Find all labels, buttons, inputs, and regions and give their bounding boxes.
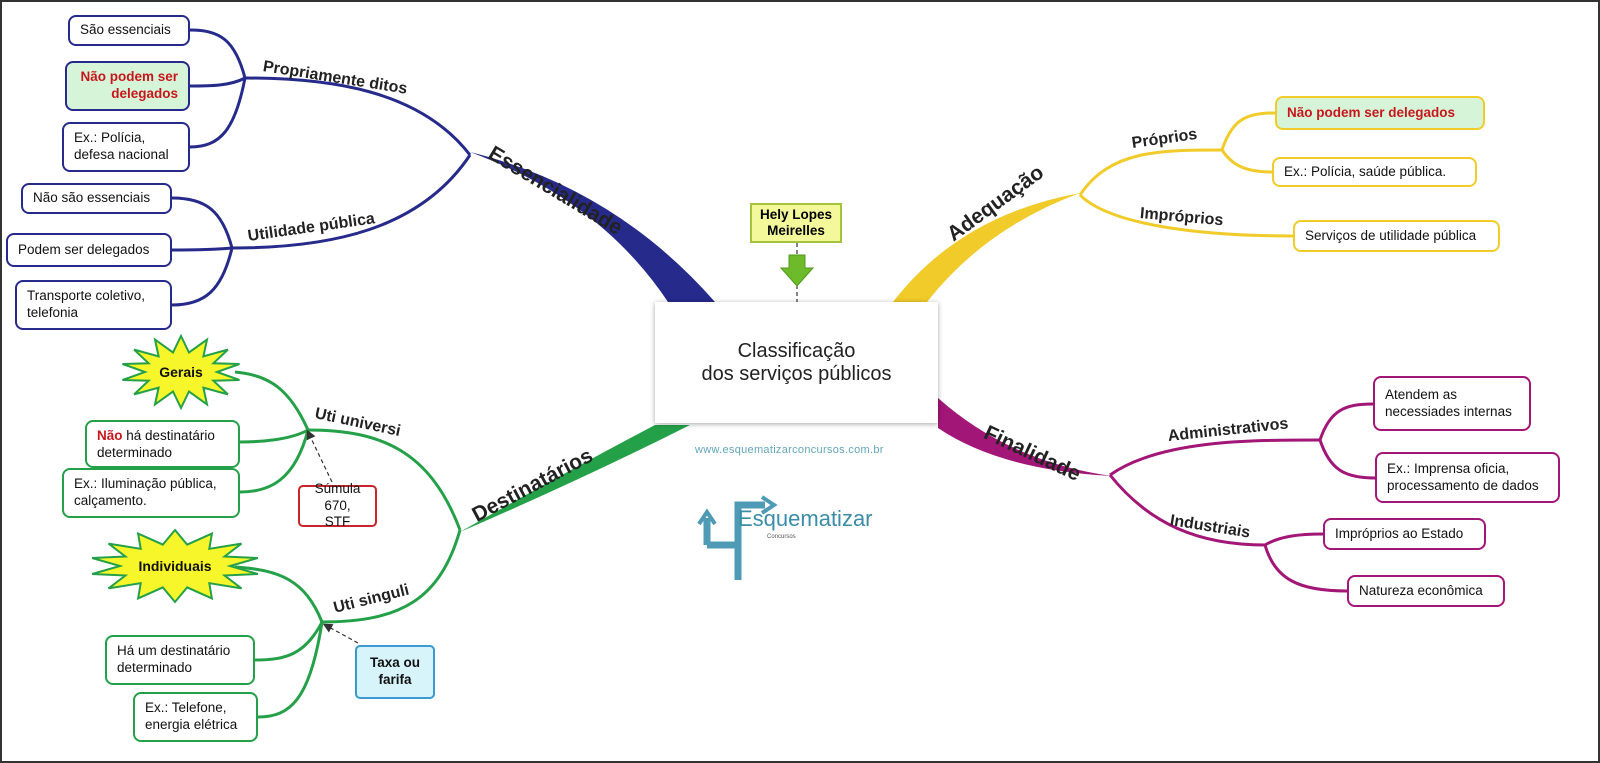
branch-finalidade (938, 398, 1112, 476)
node-nao-sao-essenciais[interactable]: Não são essenciais (21, 183, 172, 214)
author-tag-line-2: Meirelles (767, 223, 825, 238)
node-ex-policia-saude[interactable]: Ex.: Polícia, saúde pública. (1272, 157, 1477, 187)
node-transporte-coletivo[interactable]: Transporte coletivo, telefonia (15, 280, 172, 330)
central-topic-line-2: dos serviços públicos (701, 362, 892, 385)
node-ex-telefone[interactable]: Ex.: Telefone, energia elétrica (133, 692, 258, 742)
node-sao-essenciais[interactable]: São essenciais (68, 15, 190, 46)
central-topic-line-1: Classificação (737, 339, 856, 362)
note-taxa-ou-tarifa[interactable]: Taxa ou farifa (355, 645, 435, 699)
node-nao-podem-ser-delegados[interactable]: Não podem ser delegados (65, 61, 190, 111)
star-individuais (91, 528, 259, 604)
node-atendem-necessidades[interactable]: Atendem as necessiades internas (1373, 376, 1531, 431)
node-natureza-economica[interactable]: Natureza econômica (1347, 575, 1505, 607)
node-podem-ser-delegados[interactable]: Podem ser delegados (6, 233, 172, 267)
branch-essencialidade (470, 152, 715, 302)
esquematizar-logo-icon (697, 495, 778, 580)
node-proprios-nao-podem-ser-delegados[interactable]: Não podem ser delegados (1275, 96, 1485, 130)
author-tag[interactable]: Hely Lopes Meirelles (750, 203, 842, 243)
note-sumula[interactable]: Súmula 670, STF (298, 481, 377, 529)
star-label-gerais[interactable]: Gerais (159, 364, 203, 380)
logo-name: Esquematizar (738, 506, 873, 531)
central-topic[interactable]: Classificação dos serviços públicos (655, 302, 938, 423)
node-servicos-utilidade-publica[interactable]: Serviços de utilidade pública (1293, 220, 1500, 252)
node-improprios-ao-estado[interactable]: Impróprios ao Estado (1323, 518, 1486, 550)
node-ex-policia[interactable]: Ex.: Polícia, defesa nacional (62, 122, 190, 172)
node-ex-iluminacao[interactable]: Ex.: Iluminação pública, calçamento. (62, 468, 240, 518)
emphasis-nao: Não (97, 428, 123, 443)
star-label-individuais[interactable]: Individuais (138, 558, 212, 574)
website-link[interactable]: www.esquematizarconcursos.com.br (695, 444, 884, 456)
node-ex-imprensa[interactable]: Ex.: Imprensa oficia, processamento de d… (1375, 452, 1560, 503)
node-ha-um-destinatario[interactable]: Há um destinatário determinado (105, 635, 255, 685)
down-arrow-icon (779, 254, 815, 287)
branch-adequacao (893, 193, 1080, 302)
node-nao-ha-destinatario[interactable]: Não há destinatário determinado (85, 420, 240, 468)
star-gerais (122, 333, 240, 411)
author-tag-line-1: Hely Lopes (759, 206, 833, 222)
node-text: há destinatário determinado (97, 428, 215, 460)
logo-subtitle: Concursos (767, 534, 796, 540)
branch-destinatarios (460, 425, 690, 532)
